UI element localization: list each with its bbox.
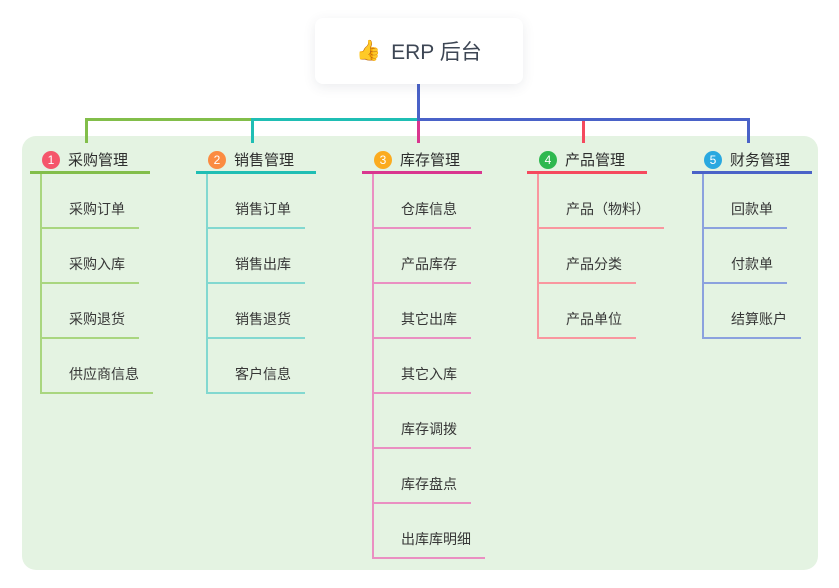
connector-segment-teal <box>251 118 419 121</box>
branch-product-children: 产品（物料） 产品分类 产品单位 <box>537 174 664 339</box>
node-purchase-inbound[interactable]: 采购入库 <box>42 229 160 284</box>
branch4-drop-line <box>582 118 585 143</box>
node-product-material[interactable]: 产品（物料） <box>539 174 664 229</box>
branch1-drop-line <box>85 118 88 143</box>
branch-sales-children: 销售订单 销售出库 销售退货 客户信息 <box>206 174 326 394</box>
node-other-inbound[interactable]: 其它入库 <box>374 339 492 394</box>
node-sales-return[interactable]: 销售退货 <box>208 284 326 339</box>
branch-purchase-children: 采购订单 采购入库 采购退货 供应商信息 <box>40 174 160 394</box>
branch-title: 销售管理 <box>234 152 295 169</box>
branch-title: 产品管理 <box>565 152 626 169</box>
branch-inventory-children: 仓库信息 产品库存 其它出库 其它入库 库存调拨 库存盘点 出库库明细 <box>372 174 492 559</box>
branch-title: 库存管理 <box>400 152 461 169</box>
branch-sales-header[interactable]: 2 销售管理 <box>196 148 316 174</box>
branch-number-badge: 3 <box>374 150 392 169</box>
node-stock-transfer[interactable]: 库存调拨 <box>374 394 492 449</box>
node-sales-order[interactable]: 销售订单 <box>208 174 326 229</box>
node-stock-count[interactable]: 库存盘点 <box>374 449 492 504</box>
branch-product-header[interactable]: 4 产品管理 <box>527 148 647 174</box>
node-customer-info[interactable]: 客户信息 <box>208 339 326 394</box>
branch-finance-header[interactable]: 5 财务管理 <box>692 148 812 174</box>
node-warehouse-info[interactable]: 仓库信息 <box>374 174 492 229</box>
branch-number-badge: 4 <box>539 150 557 169</box>
node-settlement-account[interactable]: 结算账户 <box>704 284 822 339</box>
branches-panel <box>22 136 818 570</box>
root-node-erp[interactable]: 👍 ERP 后台 <box>315 18 523 84</box>
node-product-unit[interactable]: 产品单位 <box>539 284 657 339</box>
node-receipt-bill[interactable]: 回款单 <box>704 174 822 229</box>
branch-inventory: 3 库存管理 仓库信息 产品库存 其它出库 其它入库 库存调拨 库存盘点 出库库… <box>362 148 492 559</box>
branch-inventory-header[interactable]: 3 库存管理 <box>362 148 482 174</box>
branch3-drop-line <box>417 118 420 143</box>
branch-purchase: 1 采购管理 采购订单 采购入库 采购退货 供应商信息 <box>30 148 160 394</box>
branch-number-badge: 5 <box>704 150 722 169</box>
connector-segment-green <box>85 118 253 121</box>
node-purchase-return[interactable]: 采购退货 <box>42 284 160 339</box>
node-purchase-order[interactable]: 采购订单 <box>42 174 160 229</box>
node-product-category[interactable]: 产品分类 <box>539 229 657 284</box>
node-sales-outbound[interactable]: 销售出库 <box>208 229 326 284</box>
branch-finance-children: 回款单 付款单 结算账户 <box>702 174 822 339</box>
branch2-drop-line <box>251 118 254 143</box>
branch-number-badge: 1 <box>42 150 60 169</box>
node-payment-bill[interactable]: 付款单 <box>704 229 822 284</box>
branch-product: 4 产品管理 产品（物料） 产品分类 产品单位 <box>527 148 664 339</box>
node-supplier-info[interactable]: 供应商信息 <box>42 339 160 394</box>
branch-finance: 5 财务管理 回款单 付款单 结算账户 <box>692 148 822 339</box>
branch-title: 财务管理 <box>730 152 791 169</box>
branch-sales: 2 销售管理 销售订单 销售出库 销售退货 客户信息 <box>196 148 326 394</box>
branch5-drop-line <box>747 118 750 143</box>
branch-purchase-header[interactable]: 1 采购管理 <box>30 148 150 174</box>
node-outbound-detail[interactable]: 出库库明细 <box>374 504 492 559</box>
branch-title: 采购管理 <box>68 152 129 169</box>
root-node-label: ERP 后台 <box>391 41 482 64</box>
thumbs-up-icon: 👍 <box>356 40 382 62</box>
node-product-stock[interactable]: 产品库存 <box>374 229 492 284</box>
connector-segment-blue <box>417 118 750 121</box>
root-connector-line <box>417 84 420 119</box>
branch-number-badge: 2 <box>208 150 226 169</box>
node-other-outbound[interactable]: 其它出库 <box>374 284 492 339</box>
